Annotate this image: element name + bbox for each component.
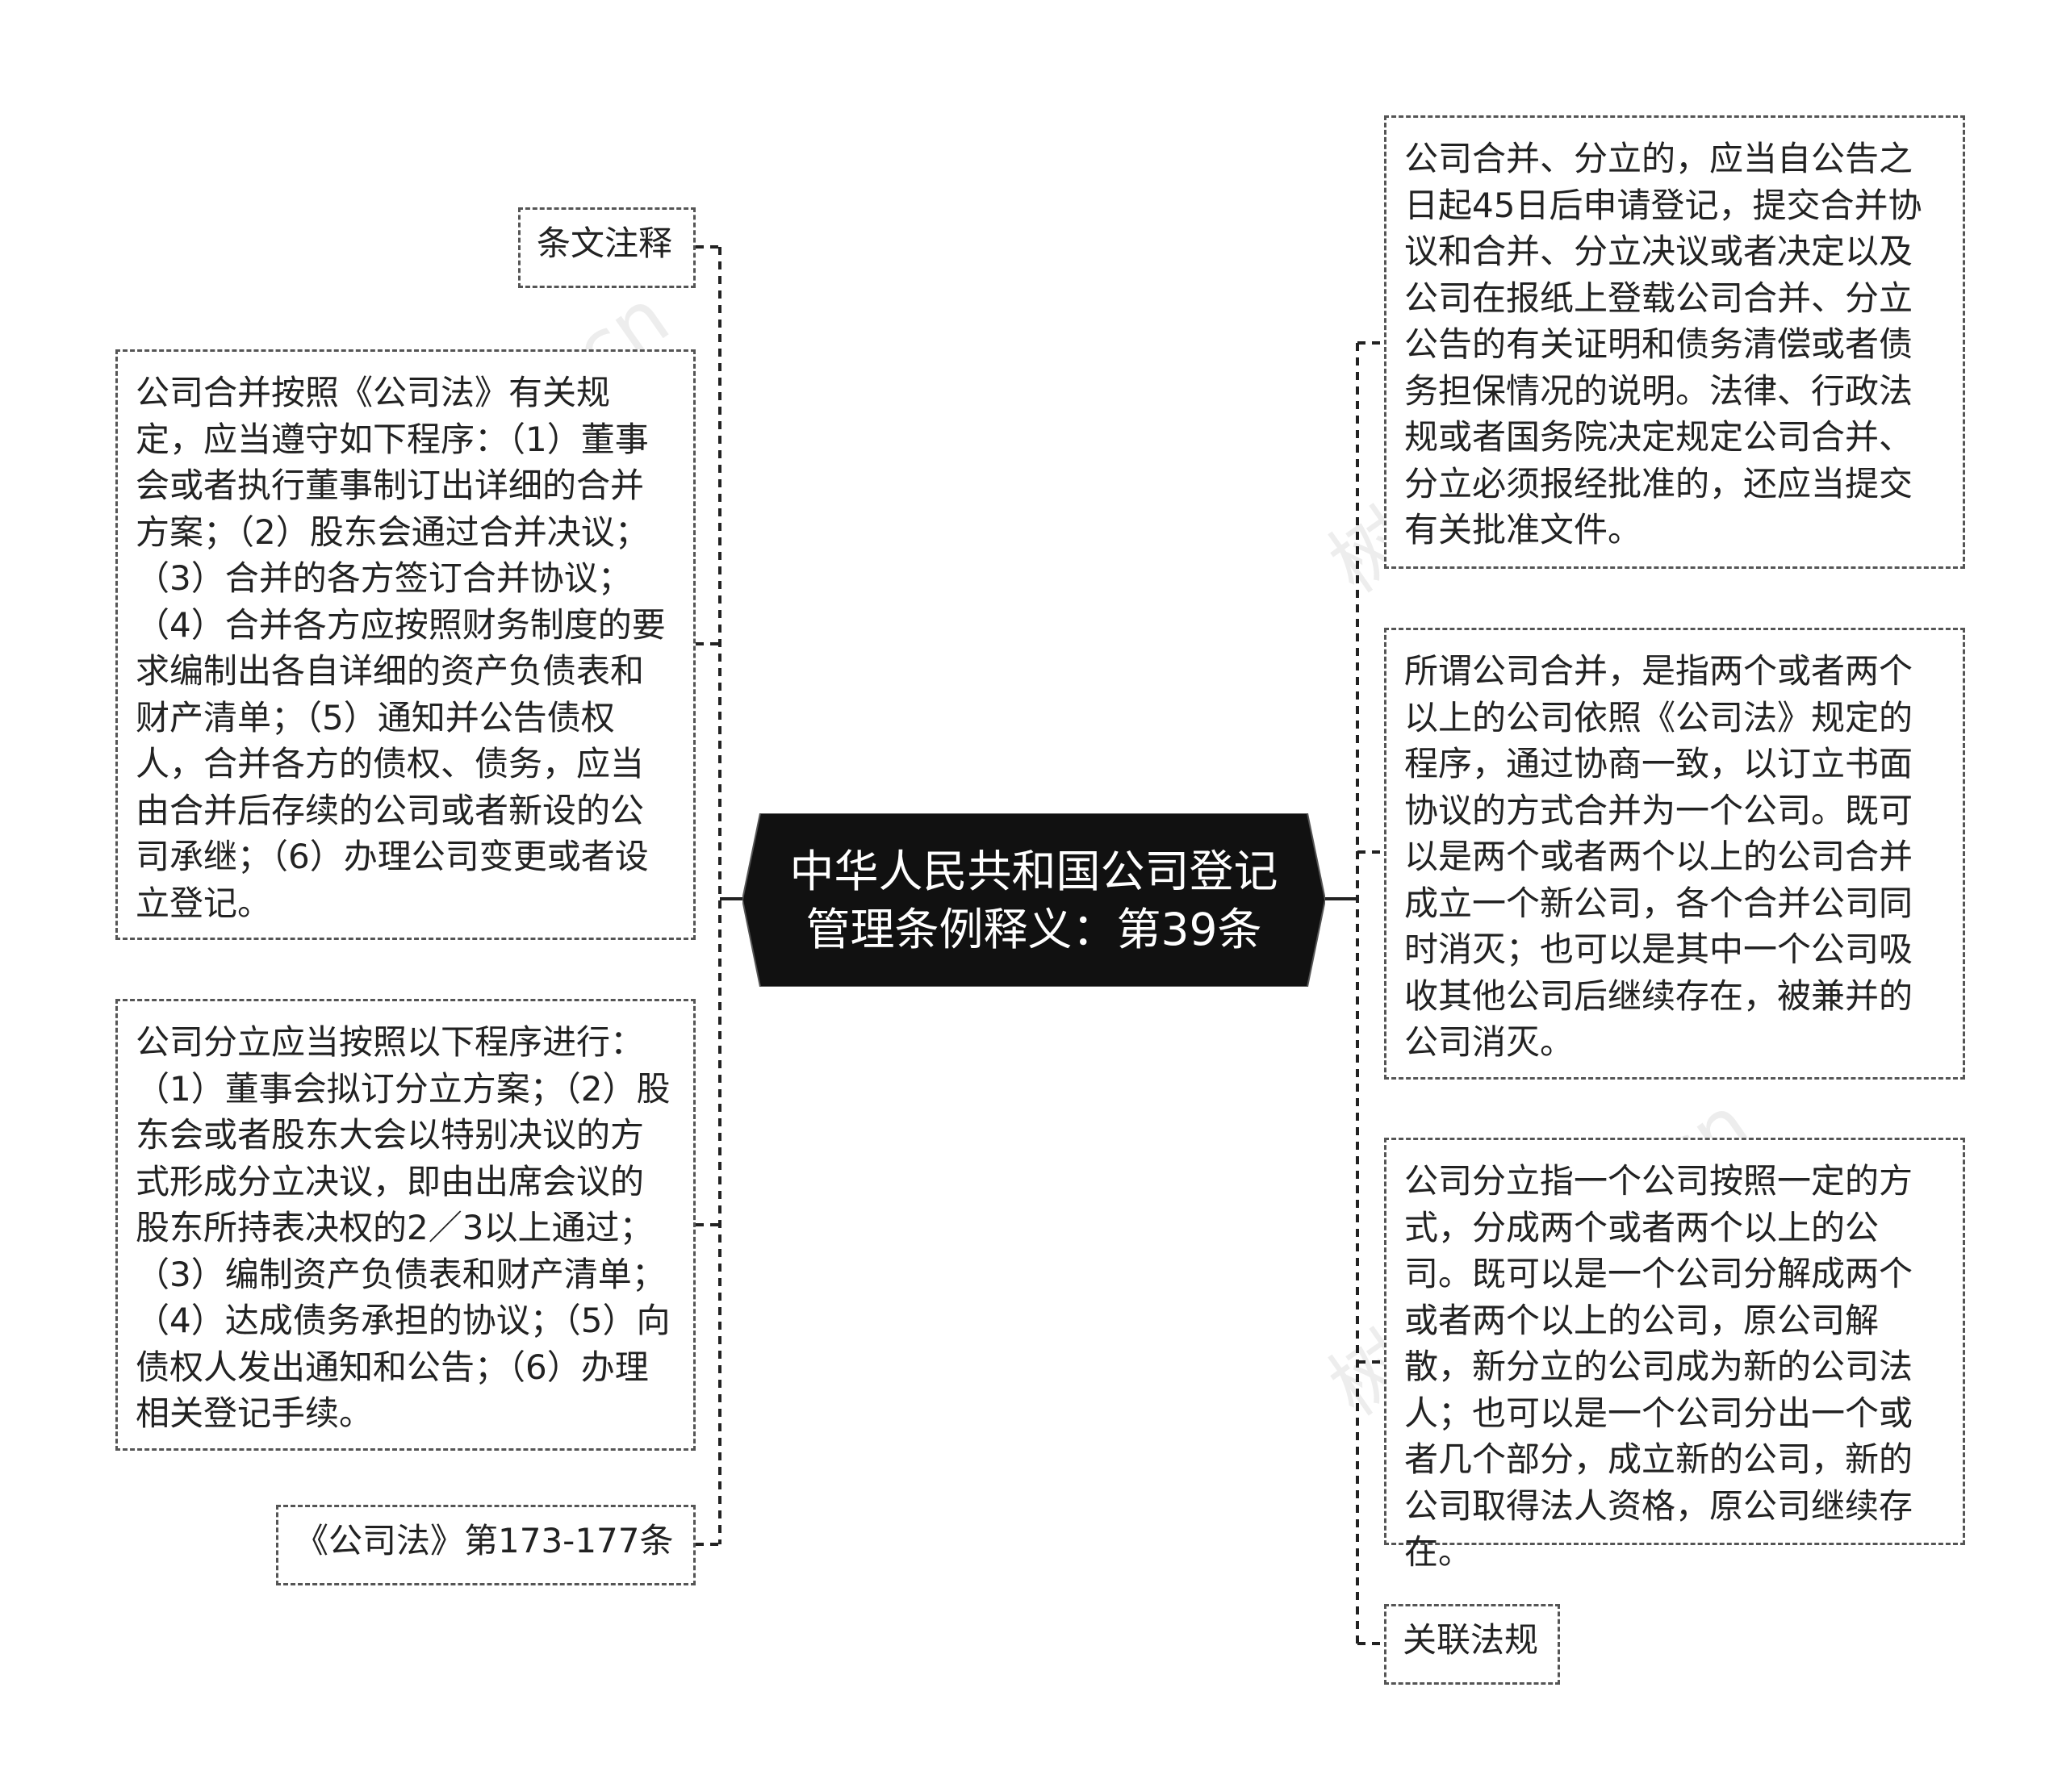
node-hebing-chengxu[interactable]: 公司合并按照《公司法》有关规定，应当遵守如下程序：（1）董事会或者执行董事制订出… [115, 349, 696, 940]
node-fenli-def[interactable]: 公司分立指一个公司按照一定的方式，分成两个或者两个以上的公司。既可以是一个公司分… [1384, 1138, 1965, 1572]
node-gongsifa[interactable]: 《公司法》第173-177条 [276, 1505, 696, 1585]
center-topic-title: 中华人民共和国公司登记管理条例释义：第39条 [789, 845, 1278, 955]
node-hebing-def[interactable]: 所谓公司合并，是指两个或者两个以上的公司依照《公司法》规定的程序，通过协商一致，… [1384, 628, 1965, 1080]
node-fenli-chengxu[interactable]: 公司分立应当按照以下程序进行：（1）董事会拟订分立方案；（2）股东会或者股东大会… [115, 999, 696, 1451]
center-topic[interactable]: 中华人民共和国公司登记管理条例释义：第39条 [742, 813, 1325, 987]
node-dengji[interactable]: 公司合并、分立的，应当自公告之日起45日后申请登记，提交合并协议和合并、分立决议… [1384, 115, 1965, 569]
node-guanlian[interactable]: 关联法规 [1384, 1604, 1560, 1685]
center-topic-shape [742, 813, 1325, 987]
node-tiaowen[interactable]: 条文注释 [518, 207, 696, 288]
